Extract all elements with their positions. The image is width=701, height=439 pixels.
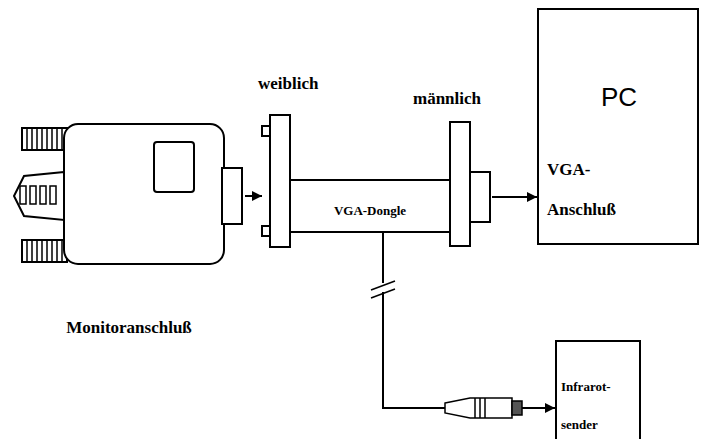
male-nose (470, 172, 490, 222)
port-label: VGA- Anschluß (547, 150, 642, 230)
plug-pin (50, 186, 56, 204)
dongle-screw (262, 126, 270, 136)
screw-hatch (27, 128, 62, 150)
monitor-plug (14, 124, 242, 264)
plug-tip (512, 401, 522, 415)
connector (492, 196, 537, 198)
vga-dongle: VGA-Dongle (262, 112, 492, 252)
dongle-body (290, 180, 450, 232)
dongle-drawing (262, 115, 490, 253)
plug-nose (222, 168, 242, 224)
plug-screw (22, 240, 67, 262)
plug-pin (20, 186, 26, 204)
audio-plug (445, 398, 522, 418)
plug-grip (475, 398, 485, 418)
break-mark (371, 281, 395, 298)
pc-box: PC VGA- Anschluß (537, 8, 699, 245)
transmitter-label: Infrarot- sender (561, 368, 627, 439)
connector (383, 252, 555, 408)
plug-pin-section (14, 172, 64, 220)
female-side-label: weiblich (258, 74, 318, 94)
connector-label: Monitoranschluß (9, 318, 249, 338)
male-flange (450, 122, 470, 246)
plug-window (154, 142, 194, 192)
female-flange (270, 115, 290, 247)
plug-pin (30, 186, 36, 204)
infrared-transmitter-box: Infrarot- sender (555, 340, 641, 439)
dongle-label: VGA-Dongle (290, 203, 450, 219)
cable-stub (382, 232, 384, 253)
cable-break (371, 281, 395, 298)
monitor-connector: Monitoranschluß (5, 120, 245, 345)
pc-title: PC (601, 82, 661, 112)
plug-pin (40, 186, 46, 204)
plug-sleeve (445, 398, 512, 418)
male-side-label: männlich (413, 89, 481, 109)
dongle-screw (262, 226, 270, 236)
screw-hatch (27, 240, 62, 262)
plug-body (64, 124, 224, 264)
plug-screw (22, 128, 67, 150)
connector (245, 195, 262, 197)
